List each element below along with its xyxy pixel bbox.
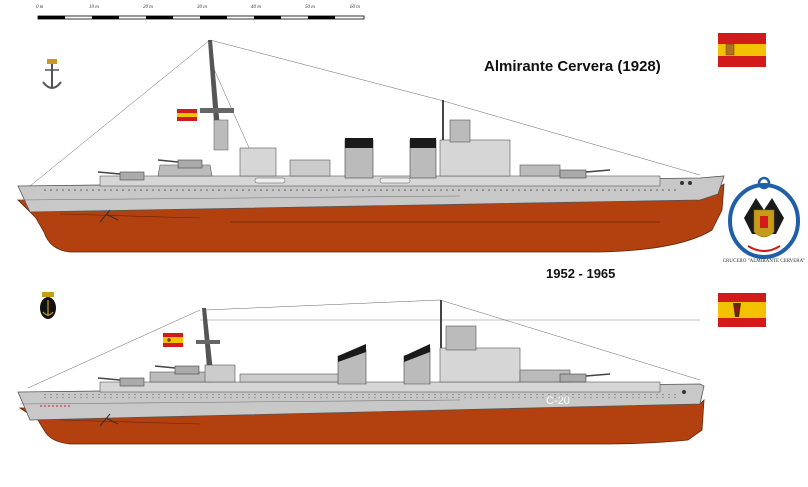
scale-label-30: 30 m: [197, 5, 207, 10]
scale-label-40: 40 m: [251, 5, 261, 10]
navy-badge-icon: [40, 292, 56, 319]
spain-francoist-flag-icon: [718, 293, 766, 327]
scale-bar: [37, 15, 365, 20]
hull-number-label: C-20: [546, 395, 570, 407]
scale-label-50: 50 m: [305, 5, 315, 10]
scale-label-0: 0 m: [36, 5, 44, 10]
scale-label-20: 20 m: [143, 5, 153, 10]
stern-flag-1928: [177, 109, 197, 121]
ship-title-1952: 1952 - 1965: [546, 266, 616, 281]
ship-profile-1928: [17, 39, 725, 253]
emblem-caption: CRUCERO "ALMIRANTE CERVERA": [722, 259, 806, 264]
scale-label-60: 60 m: [350, 5, 360, 10]
eagle-shield-emblem-icon: [728, 176, 800, 259]
ship-profile-1952: [17, 299, 705, 445]
anchor-crown-icon: [42, 59, 62, 89]
spain-republic-flag-icon: [718, 33, 766, 67]
ship-title-1928: Almirante Cervera (1928): [484, 58, 661, 75]
scale-label-10: 10 m: [89, 5, 99, 10]
stern-flag-1952: [163, 333, 183, 347]
